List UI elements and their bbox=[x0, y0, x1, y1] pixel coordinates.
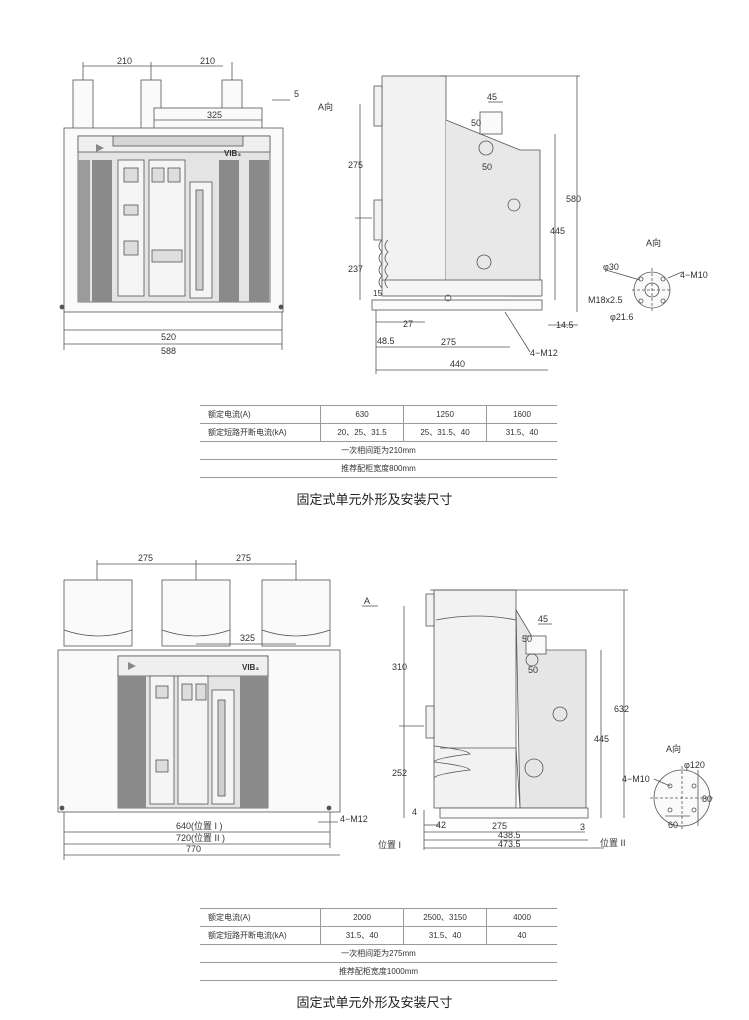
table-cell: 一次相间距为210mm bbox=[200, 441, 557, 460]
dim-275-side-2: 275 bbox=[492, 821, 507, 831]
dim-45: 45 bbox=[487, 92, 497, 102]
table-cell-label: 额定电流(A) bbox=[200, 405, 321, 424]
phi21-label: φ21.6 bbox=[610, 312, 633, 322]
dim-445-2: 445 bbox=[594, 734, 609, 744]
position-1-label: 位置 I bbox=[378, 839, 401, 850]
dim-15: 15 bbox=[373, 289, 382, 298]
dim-80: 80 bbox=[702, 794, 712, 804]
table-cell: 1600 bbox=[486, 405, 557, 424]
table-row: 一次相间距为210mm bbox=[200, 441, 557, 460]
table-cell: 20、25、31.5 bbox=[320, 423, 404, 442]
a-direction-1: A向 bbox=[318, 101, 333, 112]
dim-5: 5 bbox=[294, 89, 299, 99]
table-row: 额定电流(A) 630 1250 1600 bbox=[200, 405, 557, 424]
table-row: 推荐配柜宽度800mm bbox=[200, 459, 557, 478]
dim-50b: 50 bbox=[482, 162, 492, 172]
dim-50b-2: 50 bbox=[528, 665, 538, 675]
dim-520: 520 bbox=[161, 332, 176, 342]
dim-252: 252 bbox=[392, 768, 407, 778]
dim-632: 632 bbox=[614, 704, 629, 714]
table-row: 额定电流(A) 2000 2500、3150 4000 bbox=[200, 908, 557, 927]
dim-325-2: 325 bbox=[240, 633, 255, 643]
dim-588: 588 bbox=[161, 346, 176, 356]
m10-label-2: 4−M10 bbox=[622, 774, 650, 784]
dim-275-bottom: 275 bbox=[441, 337, 456, 347]
a-arrow-2: A bbox=[364, 596, 370, 606]
table-cell-label: 额定电流(A) bbox=[200, 908, 321, 927]
front-view-1 bbox=[59, 79, 284, 313]
table-cell: 2500、3150 bbox=[403, 908, 487, 927]
caption-2: 固定式单元外形及安装尺寸 bbox=[296, 995, 453, 1010]
dim-27: 27 bbox=[403, 319, 413, 329]
caption-1: 固定式单元外形及安装尺寸 bbox=[296, 492, 453, 507]
vib-badge-2: VIB₃ bbox=[242, 663, 259, 672]
table-cell-label: 额定短路开断电流(kA) bbox=[200, 926, 321, 945]
dim-14-5: 14.5 bbox=[556, 320, 574, 330]
table-cell: 一次相间距为275mm bbox=[200, 944, 557, 963]
table-row: 额定短路开断电流(kA) 31.5、40 31.5、40 40 bbox=[200, 926, 557, 945]
a-view-2 bbox=[650, 766, 714, 830]
dim-275-side: 275 bbox=[348, 160, 363, 170]
dim-720: 720(位置 II ) bbox=[176, 832, 225, 843]
m18-label: M18x2.5 bbox=[588, 295, 623, 305]
dim-275-b: 275 bbox=[236, 553, 251, 563]
dim-275-a: 275 bbox=[138, 553, 153, 563]
dim-210-a: 210 bbox=[117, 56, 132, 66]
dim-4: 4 bbox=[412, 807, 417, 817]
side-view-1 bbox=[371, 75, 543, 311]
dim-473-5: 473.5 bbox=[498, 839, 521, 849]
table-row: 推荐配柜宽度1000mm bbox=[200, 962, 557, 981]
table-cell: 推荐配柜宽度800mm bbox=[200, 459, 557, 478]
dim-50a-2: 50 bbox=[522, 634, 532, 644]
dim-45-2: 45 bbox=[538, 614, 548, 624]
front-view-2 bbox=[57, 579, 341, 813]
dim-580: 580 bbox=[566, 194, 581, 204]
dim-310: 310 bbox=[392, 662, 407, 672]
m12-label-2: 4−M12 bbox=[340, 814, 368, 824]
phi30-label: φ30 bbox=[603, 262, 619, 272]
table-cell: 2000 bbox=[320, 908, 404, 927]
table-cell-label: 额定短路开断电流(kA) bbox=[200, 423, 321, 442]
side-view-2 bbox=[425, 589, 589, 819]
a-view-title-1: A向 bbox=[646, 237, 661, 248]
table-row: 一次相间距为275mm bbox=[200, 944, 557, 963]
spec-table-2: 额定电流(A) 2000 2500、3150 4000 额定短路开断电流(kA)… bbox=[200, 908, 557, 981]
vib-badge-1: VIB₃ bbox=[224, 149, 241, 158]
dim-440: 440 bbox=[450, 359, 465, 369]
table-cell: 31.5、40 bbox=[320, 926, 404, 945]
dim-438-5: 438.5 bbox=[498, 830, 521, 840]
dimension-labels-2: 275 275 325 640(位置 I ) 720(位置 II ) 770 4… bbox=[138, 553, 712, 854]
dim-42: 42 bbox=[436, 820, 446, 830]
dim-237: 237 bbox=[348, 264, 363, 274]
a-view-title-2: A向 bbox=[666, 743, 681, 754]
table-row: 额定短路开断电流(kA) 20、25、31.5 25、31.5、40 31.5、… bbox=[200, 423, 557, 442]
table-cell: 推荐配柜宽度1000mm bbox=[200, 962, 557, 981]
dim-3: 3 bbox=[580, 822, 585, 832]
dim-50a: 50 bbox=[471, 118, 481, 128]
dim-60: 60 bbox=[668, 820, 678, 830]
dim-210-b: 210 bbox=[200, 56, 215, 66]
phi120-label: φ120 bbox=[684, 760, 705, 770]
table-cell: 31.5、40 bbox=[486, 423, 557, 442]
table-cell: 25、31.5、40 bbox=[403, 423, 487, 442]
spec-table-1: 额定电流(A) 630 1250 1600 额定短路开断电流(kA) 20、25… bbox=[200, 405, 557, 478]
table-cell: 1250 bbox=[403, 405, 487, 424]
dimension-labels-1: 210 210 5 325 520 588 VIB₃ A向 45 50 50 2… bbox=[117, 56, 708, 369]
table-cell: 630 bbox=[320, 405, 404, 424]
m10-label-1: 4−M10 bbox=[680, 270, 708, 280]
table-cell: 40 bbox=[486, 926, 557, 945]
m12-label-1: 4−M12 bbox=[530, 348, 558, 358]
position-2-label: 位置 II bbox=[600, 837, 626, 848]
dim-445: 445 bbox=[550, 226, 565, 236]
table-cell: 31.5、40 bbox=[403, 926, 487, 945]
dim-770: 770 bbox=[186, 844, 201, 854]
dim-640: 640(位置 I ) bbox=[176, 820, 223, 831]
dim-48-5: 48.5 bbox=[377, 336, 395, 346]
table-cell: 4000 bbox=[486, 908, 557, 927]
a-view-1 bbox=[605, 268, 683, 312]
dim-325: 325 bbox=[207, 110, 222, 120]
